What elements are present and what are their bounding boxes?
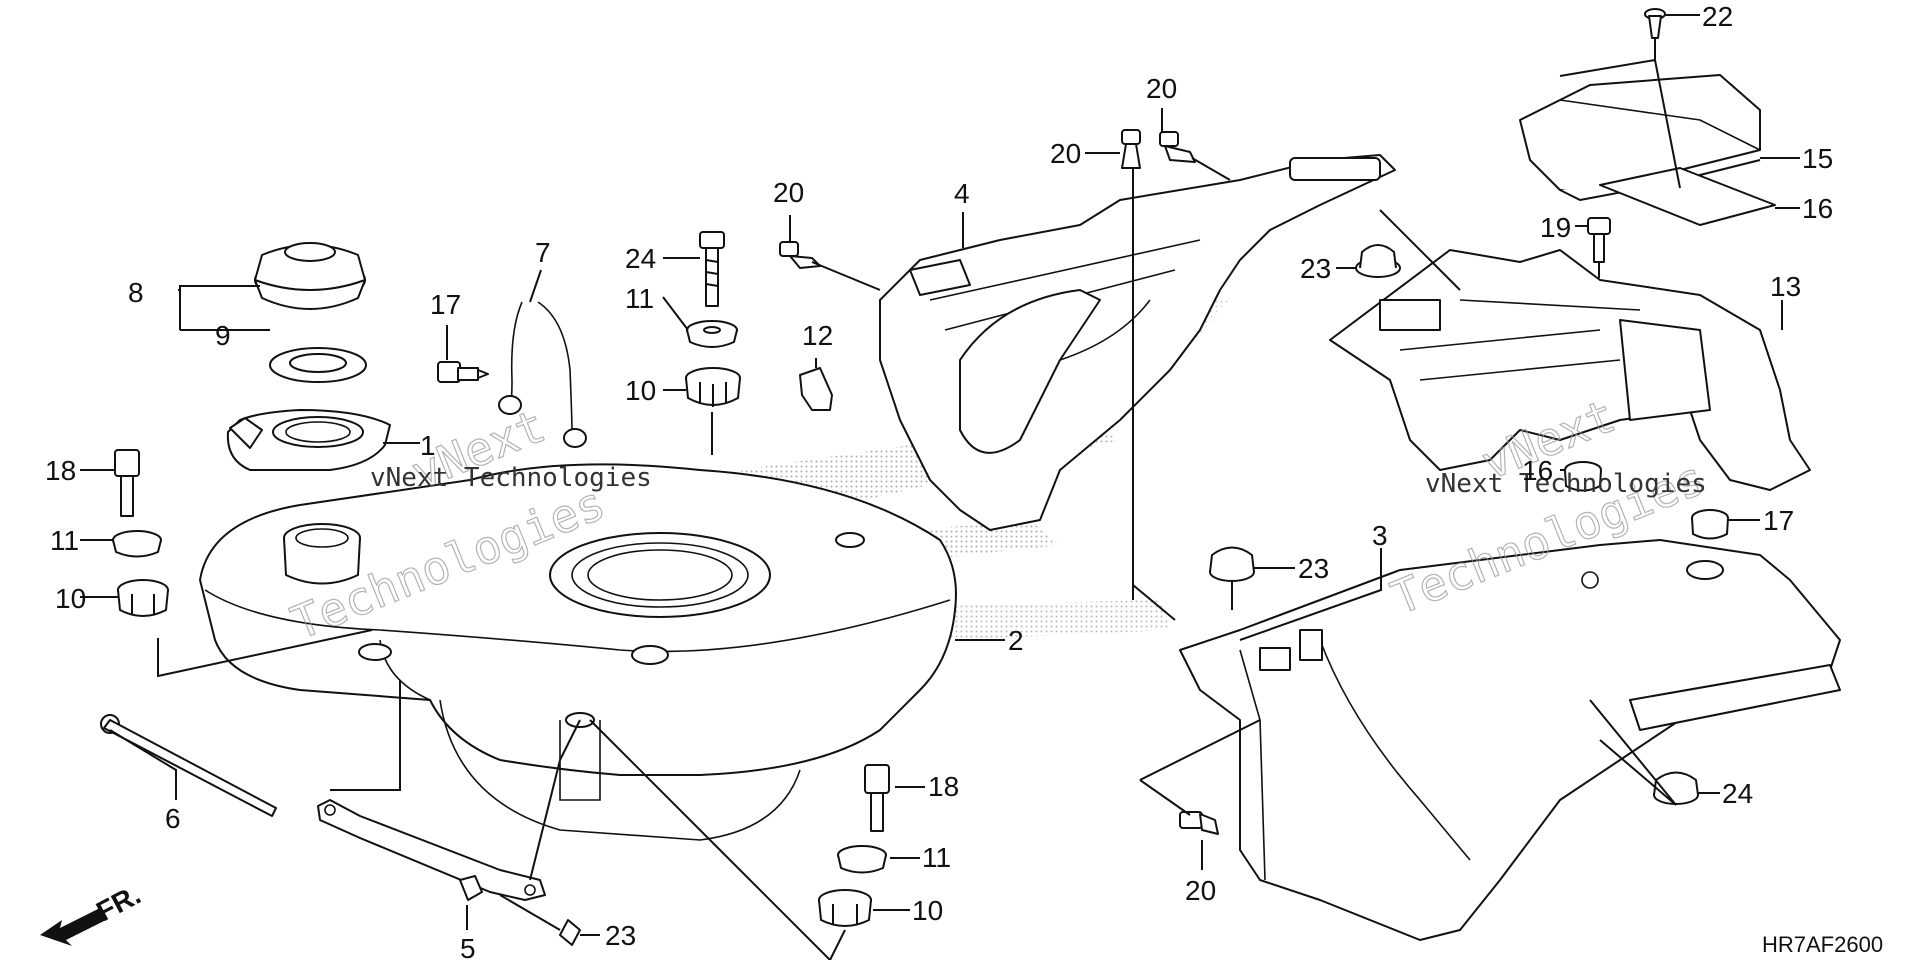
grommet-10-bottom-part (818, 889, 872, 927)
washer-11-top-part (686, 320, 738, 348)
bolt-18-bottom-part (864, 764, 890, 832)
callout-labels: 8 9 1 17 7 24 11 10 18 11 10 2 6 5 23 18… (45, 1, 1833, 960)
callout-21: 22 (1702, 1, 1733, 32)
clip-23-top-part (1355, 244, 1401, 278)
cover-4-part (879, 154, 1396, 531)
svg-text:vNext Technologies: vNext Technologies (1425, 469, 1707, 499)
callout-23-mid: 23 (1298, 553, 1329, 584)
rod-6-part (100, 714, 277, 817)
callout-11-top: 11 (625, 283, 654, 314)
filler-ring-holder-part (226, 409, 391, 471)
push-clip-20-c-part (1159, 131, 1196, 163)
grommet-10-top-part (685, 367, 741, 407)
grommet-10-left-part (117, 579, 169, 617)
callout-16-b: 17 (1763, 505, 1794, 536)
washer-11-bottom-part (837, 845, 887, 874)
callout-14: 15 (1802, 143, 1833, 174)
cap-gasket-part (269, 347, 367, 383)
svg-text:vNext Technologies: vNext Technologies (370, 463, 652, 493)
tank-strap-part (317, 799, 546, 901)
callout-2: 2 (1008, 625, 1024, 656)
fuel-tank-part (199, 463, 957, 841)
diagram-code: HR7AF2600 (1762, 932, 1883, 957)
clip-23-right-part (1653, 771, 1699, 805)
callout-15: 16 (1802, 193, 1833, 224)
callout-20-b: 20 (1050, 138, 1081, 169)
callout-23-right: 24 (1722, 778, 1753, 809)
callout-16-a: 16 (1522, 455, 1553, 486)
callout-10-bottom: 10 (912, 895, 943, 926)
callout-1: 1 (420, 430, 436, 461)
callout-4: 4 (954, 178, 970, 209)
callout-5: 5 (460, 933, 476, 960)
callout-8: 8 (128, 277, 144, 308)
clip-12-part (799, 367, 833, 411)
clip-23-mid-part (1209, 546, 1255, 582)
washer-11-left-part (112, 530, 162, 558)
callout-11-left: 11 (50, 525, 79, 556)
push-clip-20-d-part (1179, 811, 1219, 835)
callout-3: 3 (1372, 520, 1388, 551)
callout-22: 23 (605, 920, 636, 951)
bolt-17-part (437, 361, 489, 383)
fuel-cap-part (254, 242, 366, 310)
grommet-16-b-part (1691, 509, 1729, 540)
callout-10-left: 10 (55, 583, 86, 614)
push-clip-20-a-part (779, 241, 821, 269)
callout-19: 19 (1540, 212, 1571, 243)
callout-24: 24 (625, 243, 656, 274)
bolt-18-left-part (114, 449, 140, 517)
seal-15-part (1599, 167, 1776, 226)
callout-18-left: 18 (45, 455, 76, 486)
callout-10-top: 10 (625, 375, 656, 406)
callout-12: 12 (802, 320, 833, 351)
box-bracket-13-part (1329, 249, 1811, 491)
screw-21-part (1644, 8, 1666, 39)
ground-wire-part (498, 301, 587, 448)
callout-7: 7 (535, 237, 551, 268)
leader-lines (80, 14, 1800, 960)
push-clip-20-b-part (1121, 129, 1141, 169)
bolt-19-part (1587, 217, 1611, 263)
callout-9: 9 (215, 320, 231, 351)
callout-17: 17 (430, 289, 461, 320)
callout-6: 6 (165, 803, 181, 834)
bolt-24-part (699, 231, 725, 307)
callout-13: 13 (1770, 271, 1801, 302)
front-arrow-icon: FR. (40, 879, 146, 946)
callout-18-bottom: 18 (928, 771, 959, 802)
cover-3-part (1179, 539, 1841, 941)
callout-20-d: 20 (1185, 875, 1216, 906)
clip-22-part (559, 919, 581, 946)
callout-23-top: 23 (1300, 253, 1331, 284)
callout-20-a: 20 (773, 177, 804, 208)
callout-20-c: 20 (1146, 73, 1177, 104)
callout-11-bottom: 11 (922, 842, 951, 873)
